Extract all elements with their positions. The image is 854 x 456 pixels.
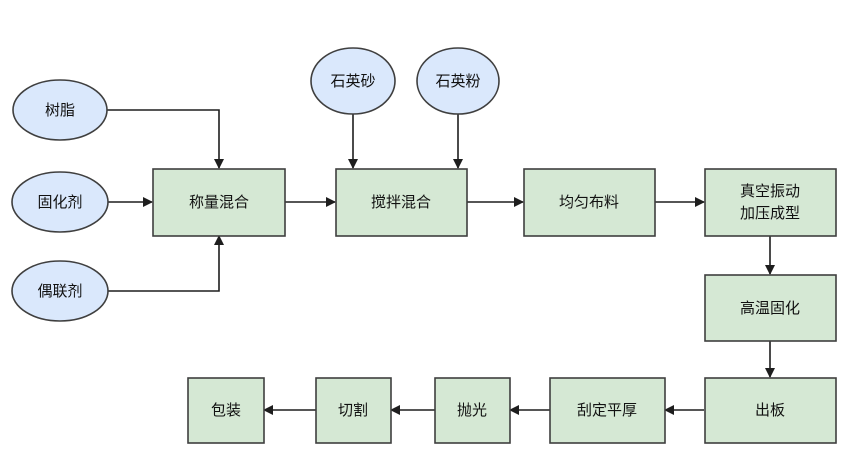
step-polish-box: [434, 377, 511, 444]
step-cut-label: 切割: [338, 401, 368, 419]
input-resin-label: 树脂: [45, 101, 75, 119]
step-polish: 抛光: [434, 377, 511, 444]
step-scrape-level: 刮定平厚: [549, 377, 666, 444]
process-nodes: 称量混合 搅拌混合 均匀布料 真空振动 加压成型 高温固化 出板 刮定平厚: [152, 168, 837, 444]
input-coupling-agent-label: 偶联剂: [37, 282, 82, 300]
step-stir-mix-box: [335, 168, 468, 237]
step-cut-box: [315, 377, 392, 444]
step-pack: 包装: [187, 377, 265, 444]
input-quartz-sand-label: 石英砂: [330, 72, 375, 90]
step-high-temp-cure-label: 高温固化: [740, 299, 800, 317]
step-high-temp-cure-box: [704, 274, 837, 342]
input-nodes: 树脂 固化剂 偶联剂 石英砂 石英粉: [11, 47, 500, 322]
step-polish-label: 抛光: [457, 401, 487, 419]
edge-resin-to-weigh-mix: [107, 109, 224, 169]
input-resin: 树脂: [12, 79, 108, 141]
step-cut: 切割: [315, 377, 392, 444]
step-vacuum-form: 真空振动 加压成型: [704, 168, 837, 237]
step-weigh-mix-label: 称量混合: [189, 193, 249, 211]
input-curing-agent-label: 固化剂: [37, 193, 82, 211]
step-vacuum-form-box: [704, 168, 837, 237]
step-demold-box: [704, 377, 837, 444]
step-distribute-box: [523, 168, 656, 237]
step-demold: 出板: [704, 377, 837, 444]
input-coupling-agent: 偶联剂: [11, 260, 109, 322]
step-distribute: 均匀布料: [523, 168, 656, 237]
step-stir-mix: 搅拌混合: [335, 168, 468, 237]
step-demold-label: 出板: [755, 401, 785, 419]
step-vacuum-form-label-line1: 真空振动: [740, 182, 800, 200]
step-high-temp-cure: 高温固化: [704, 274, 837, 342]
edge-coupling-agent-to-weigh-mix: [108, 235, 224, 292]
step-stir-mix-label: 搅拌混合: [371, 193, 431, 211]
input-quartz-sand-shape: [310, 47, 396, 115]
input-curing-agent: 固化剂: [11, 171, 109, 233]
input-coupling-agent-shape: [11, 260, 109, 322]
step-weigh-mix: 称量混合: [152, 168, 286, 237]
input-quartz-sand: 石英砂: [310, 47, 396, 115]
step-pack-label: 包装: [211, 401, 241, 419]
step-vacuum-form-label-line2: 加压成型: [740, 204, 800, 222]
edges: [107, 109, 775, 415]
step-scrape-level-label: 刮定平厚: [577, 401, 637, 419]
step-pack-box: [187, 377, 265, 444]
step-weigh-mix-box: [152, 168, 286, 237]
step-distribute-label: 均匀布料: [559, 193, 619, 211]
input-resin-shape: [12, 79, 108, 141]
input-quartz-powder-shape: [416, 47, 500, 115]
step-scrape-level-box: [549, 377, 666, 444]
input-curing-agent-shape: [11, 171, 109, 233]
input-quartz-powder-label: 石英粉: [435, 72, 480, 90]
input-quartz-powder: 石英粉: [416, 47, 500, 115]
